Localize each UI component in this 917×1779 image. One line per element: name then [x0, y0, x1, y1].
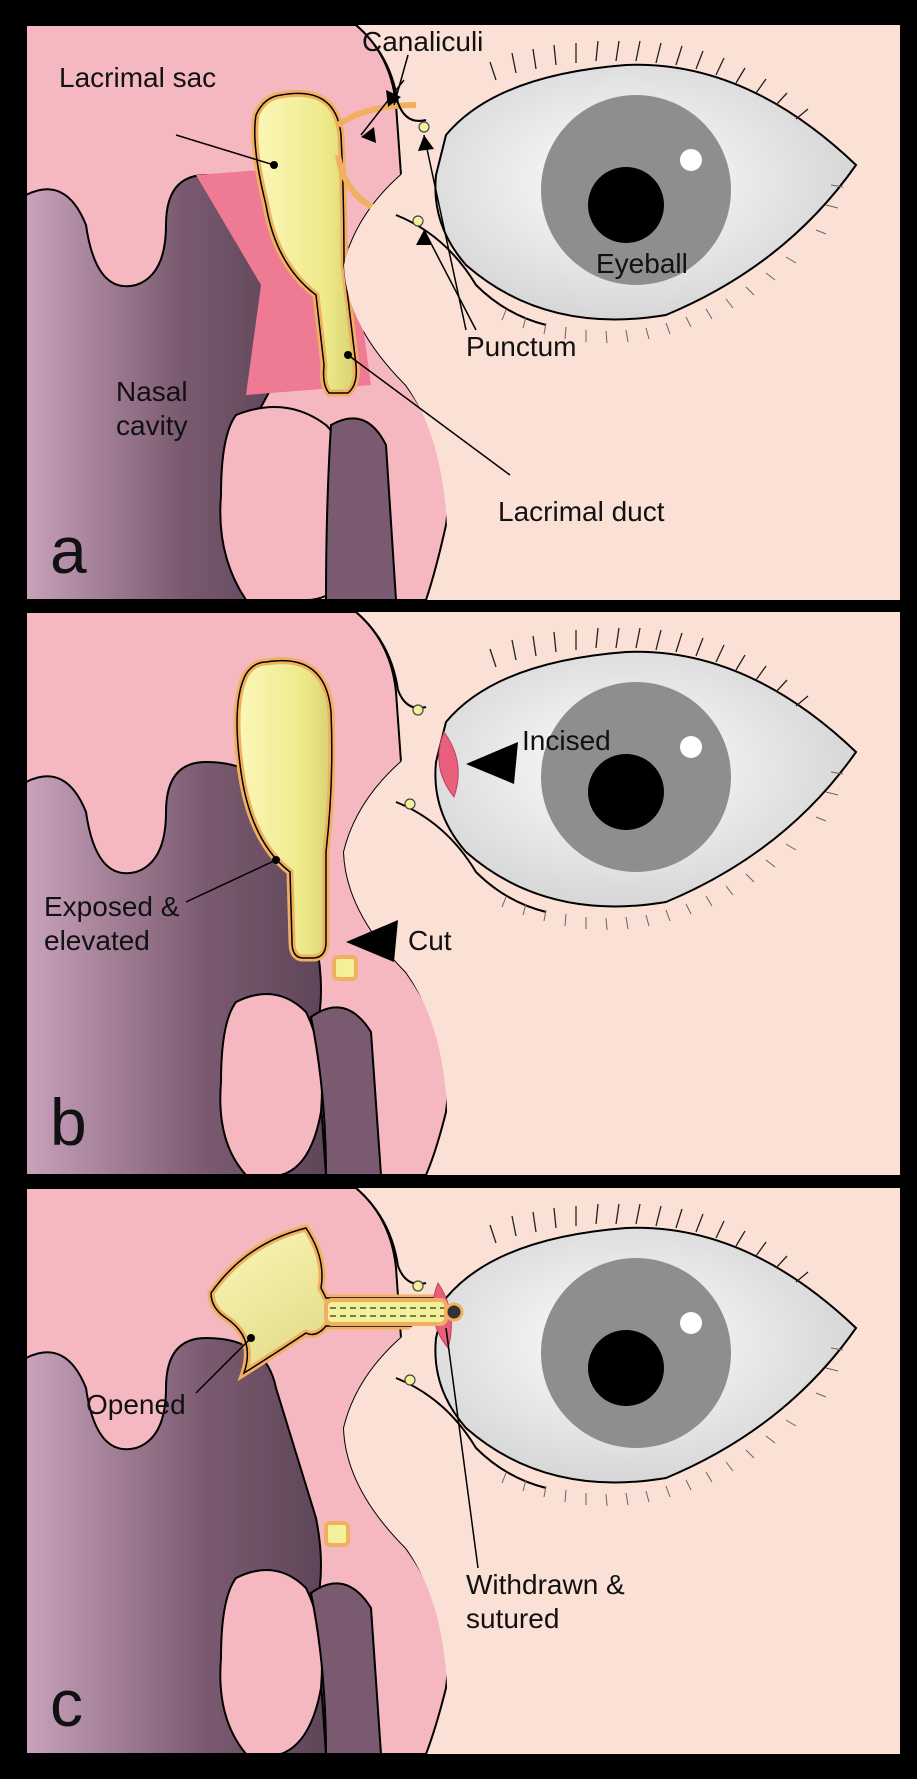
eye-highlight: [680, 1312, 702, 1334]
label-nasal-cavity: Nasal cavity: [116, 375, 216, 443]
label-exposed-elevated: Exposed & elevated: [44, 890, 234, 958]
panel-c: Opened Withdrawn & sutured c: [26, 1188, 900, 1754]
punctum-upper: [413, 705, 423, 715]
nasal-lobe: [220, 1570, 322, 1754]
duct-stump: [326, 1523, 348, 1545]
punctum-upper: [419, 122, 429, 132]
label-lacrimal-sac-line1: Lacrimal sac: [59, 61, 216, 95]
label-lacrimal-duct: Lacrimal duct: [498, 495, 665, 529]
label-canaliculi: Canaliculi: [362, 25, 483, 59]
punctum-lower: [405, 799, 415, 809]
panel-letter-a: a: [50, 515, 87, 585]
label-withdrawn-sutured: Withdrawn & sutured: [466, 1568, 656, 1636]
label-eyeball: Eyeball: [596, 247, 688, 281]
panel-c-illustration: [26, 1188, 900, 1754]
label-cut: Cut: [408, 924, 452, 958]
label-opened: Opened: [86, 1388, 186, 1422]
label-incised: Incised: [522, 724, 611, 758]
punctum-upper: [413, 1281, 423, 1291]
pupil: [588, 1330, 664, 1406]
panel-a-illustration: [26, 25, 900, 600]
label-punctum: Punctum: [466, 330, 577, 364]
panel-a: Lacrimal sac Canaliculi Eyeball Punctum …: [26, 25, 900, 600]
pupil: [588, 754, 664, 830]
duct-stump: [334, 957, 356, 979]
tube: [326, 1300, 446, 1324]
panel-b: Incised Exposed & elevated Cut b: [26, 612, 900, 1175]
nasal-lobe-inner: [326, 418, 396, 600]
panel-letter-c: c: [50, 1668, 83, 1738]
nasal-lobe: [220, 994, 322, 1175]
panel-letter-b: b: [50, 1087, 87, 1157]
pupil: [588, 167, 664, 243]
punctum-lower: [413, 216, 423, 226]
eye-highlight: [680, 149, 702, 171]
tube-end: [446, 1304, 462, 1320]
punctum-lower: [405, 1375, 415, 1385]
eye-highlight: [680, 736, 702, 758]
